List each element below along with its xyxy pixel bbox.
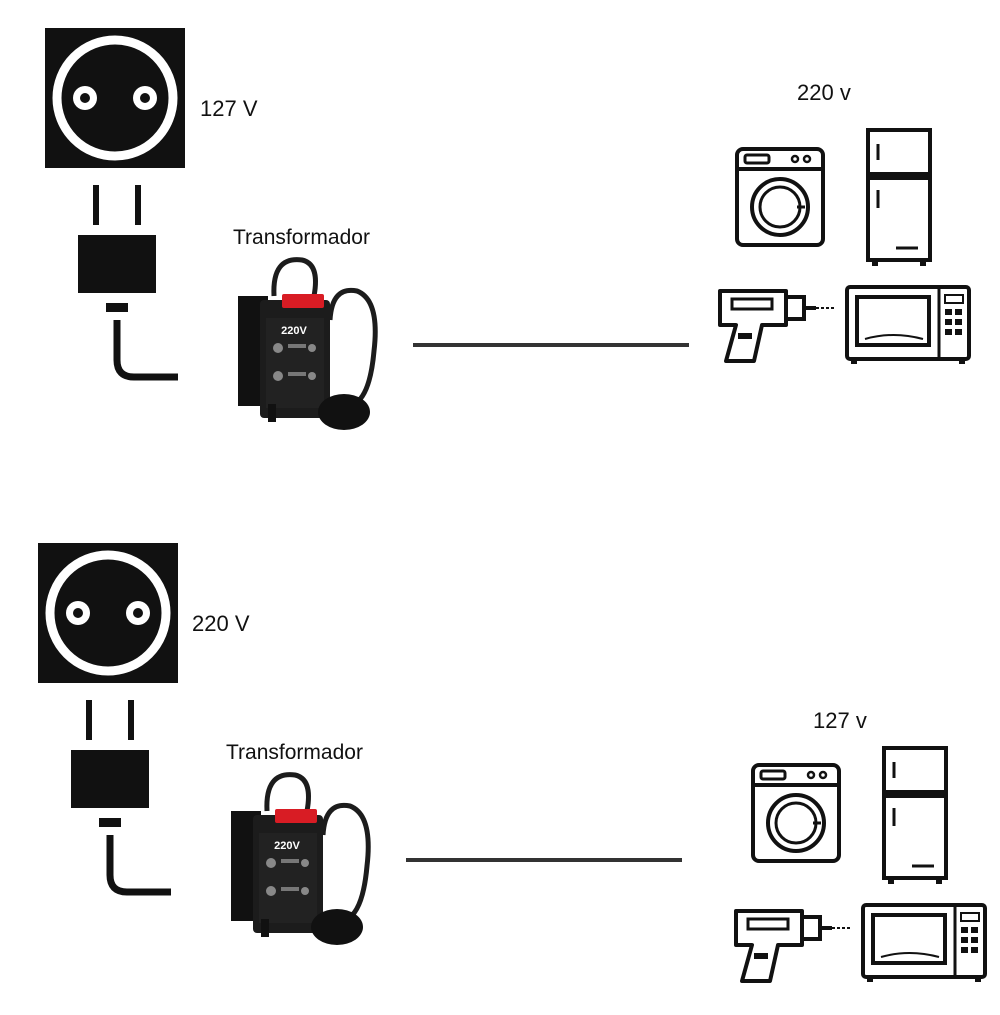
plug-icon (71, 700, 171, 896)
drill-icon (734, 909, 850, 983)
output-voltage-label: 127 v (813, 708, 867, 733)
refrigerator-icon (882, 746, 948, 884)
wall-outlet-icon (38, 543, 178, 683)
connector-line (406, 858, 682, 862)
transformer-icon: 220V (238, 257, 378, 430)
transformer-badge: 220V (274, 840, 300, 852)
wall-outlet-icon (45, 28, 185, 168)
conversion-diagram-127-to-220: 127 V Transformador 220V 220 v (0, 0, 1000, 500)
refrigerator-icon (866, 128, 932, 266)
connector-line (413, 343, 689, 347)
source-voltage-label: 127 V (200, 96, 258, 121)
microwave-icon (845, 285, 971, 364)
washing-machine-icon (735, 147, 825, 247)
plug-icon (78, 185, 178, 381)
output-voltage-label: 220 v (797, 80, 851, 105)
washing-machine-icon (751, 763, 841, 863)
transformer-label: Transformador (233, 226, 370, 249)
transformer-label: Transformador (226, 741, 363, 764)
drill-icon (718, 289, 834, 363)
transformer-icon: 220V (231, 772, 371, 945)
conversion-diagram-220-to-127: 220 V Transformador 220V 127 v (0, 515, 1000, 1015)
source-voltage-label: 220 V (192, 611, 250, 636)
microwave-icon (861, 903, 987, 982)
transformer-badge: 220V (281, 325, 307, 337)
